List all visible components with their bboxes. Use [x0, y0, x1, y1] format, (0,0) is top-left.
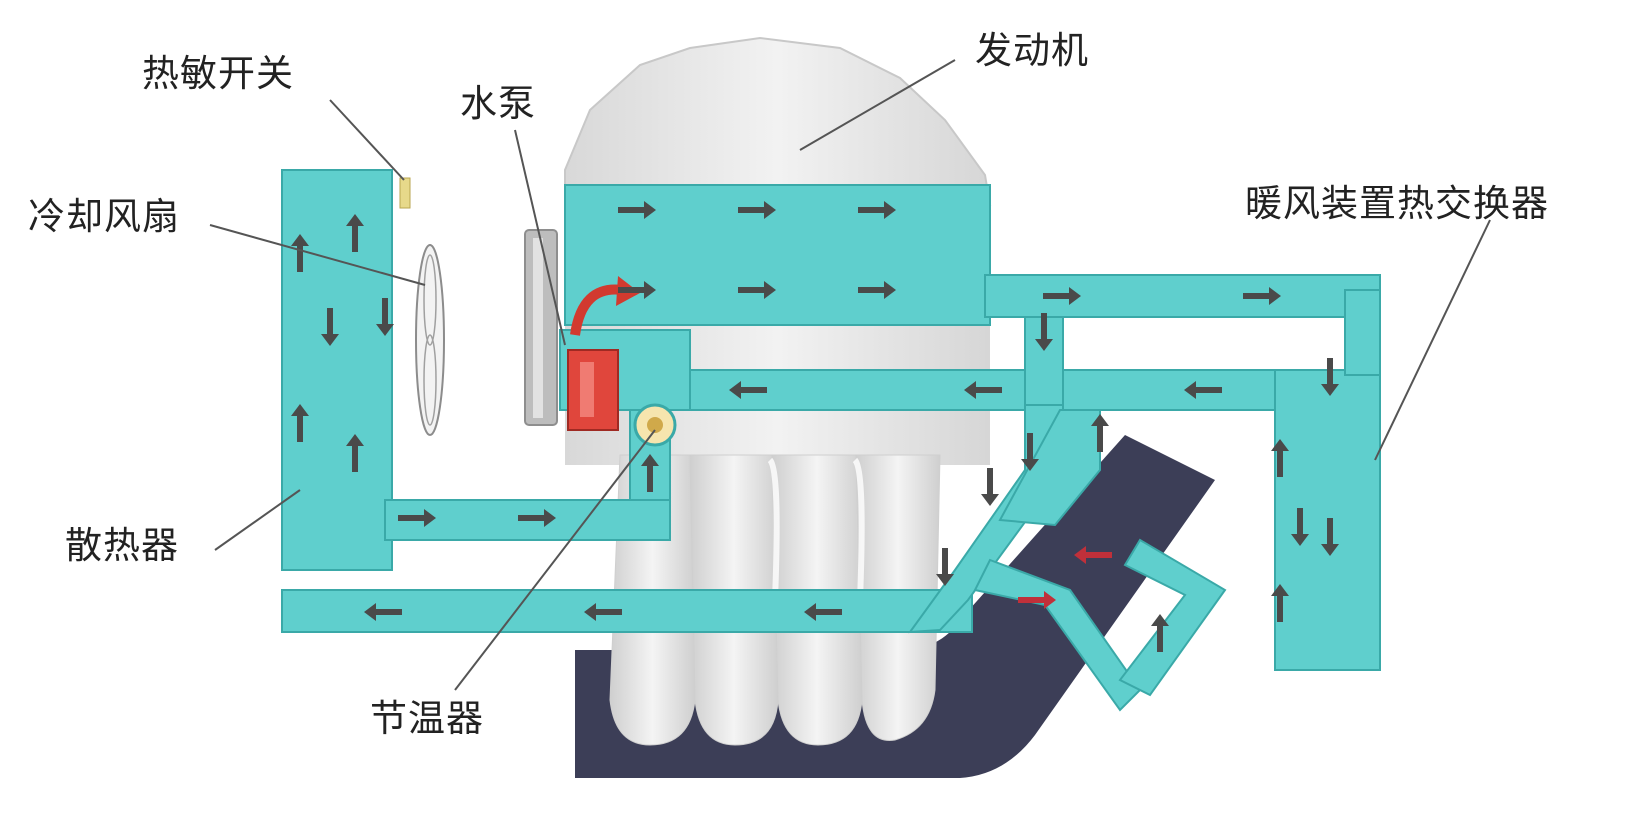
flow-arrow [618, 201, 656, 219]
engine-water-jacket [564, 184, 991, 326]
thermostat-label: 节温器 [370, 697, 484, 740]
cooling-fan [415, 244, 445, 436]
flow-arrow [1074, 546, 1112, 564]
flow-arrow [1021, 433, 1039, 471]
cooling-fan-label: 冷却风扇 [28, 195, 180, 238]
thermal-switch [399, 177, 411, 209]
flow-arrows [291, 201, 1339, 652]
flow-arrow [804, 603, 842, 621]
flow-arrow [346, 434, 364, 472]
flow-arrow [641, 454, 659, 492]
radiator-label: 散热器 [65, 524, 179, 567]
leader-lines [209, 59, 1491, 691]
water-pump [567, 276, 640, 431]
flow-arrow [291, 404, 309, 442]
flow-arrow [936, 548, 954, 586]
thermostat [633, 403, 677, 447]
flow-arrow [1271, 584, 1289, 622]
flow-arrow [584, 603, 622, 621]
flow-arrow [364, 603, 402, 621]
flow-arrow [1043, 287, 1081, 305]
flow-arrow [1184, 381, 1222, 399]
flow-arrow [1151, 614, 1169, 652]
flow-arrow [729, 381, 767, 399]
flow-arrow [858, 281, 896, 299]
flow-arrow [398, 509, 436, 527]
radiator-core [281, 169, 393, 571]
flow-arrow [346, 214, 364, 252]
flow-arrow [738, 281, 776, 299]
flow-arrow [618, 281, 656, 299]
flow-arrow [738, 201, 776, 219]
flow-arrow [321, 308, 339, 346]
engine-label: 发动机 [975, 29, 1089, 72]
flow-arrow [1243, 287, 1281, 305]
flow-arrow [1291, 508, 1309, 546]
flow-arrow [1321, 518, 1339, 556]
flow-arrow [858, 201, 896, 219]
flow-arrow [1018, 591, 1056, 609]
heater-core-label: 暖风装置热交换器 [1245, 182, 1549, 225]
flow-arrow [1321, 358, 1339, 396]
flow-arrow [518, 509, 556, 527]
thermal-switch-label: 热敏开关 [142, 52, 294, 95]
water-pump-pulley [524, 229, 558, 426]
flow-arrow [1271, 439, 1289, 477]
flow-arrow [981, 468, 999, 506]
flow-arrow [964, 381, 1002, 399]
flow-arrow [1091, 414, 1109, 452]
flow-arrow [1035, 313, 1053, 351]
water-pump-label: 水泵 [460, 82, 536, 125]
flow-arrow [376, 298, 394, 336]
flow-arrow [291, 234, 309, 272]
